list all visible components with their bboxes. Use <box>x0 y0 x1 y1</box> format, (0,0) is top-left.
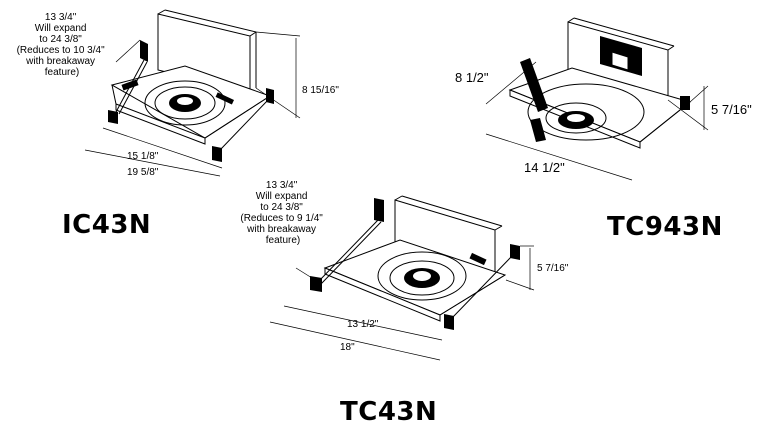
tc43n-inner-width-label: 13 1/2" <box>347 319 379 330</box>
tc43n-height-label: 5 7/16" <box>537 263 569 274</box>
tc43n-depth-note-line: to 24 3/8" <box>260 202 303 213</box>
tc43n-model-label: TC43N <box>340 397 437 427</box>
ic43n-outer-width-label: 19 5/8" <box>127 167 159 178</box>
tc43n-fixture-drawing <box>310 195 520 330</box>
ic43n-dimension-lines <box>84 31 301 177</box>
tc43n-depth-note: 13 3/4" Will expand to 24 3/8" (Reduces … <box>240 180 325 246</box>
ic43n-depth-note-line: Will expand <box>35 23 87 34</box>
tc43n-depth-note-line: feature) <box>266 235 300 246</box>
ic43n-inner-width-label: 15 1/8" <box>127 151 159 162</box>
tc43n-depth-note-line: with breakaway <box>246 224 316 235</box>
tc943n-width-label: 14 1/2" <box>524 160 565 175</box>
ic43n-height-label: 8 15/16" <box>302 85 339 96</box>
ic43n-depth-note-line: feature) <box>45 67 79 78</box>
tc943n-dimension-lines <box>485 61 709 181</box>
tc943n-model-label: TC943N <box>607 212 723 242</box>
ic43n-depth-note-line: 13 3/4" <box>45 12 77 23</box>
tc43n-depth-note-line: 13 3/4" <box>266 180 298 191</box>
ic43n-depth-note-line: (Reduces to 10 3/4" <box>17 45 105 56</box>
ic43n-depth-note-line: with breakaway <box>25 56 95 67</box>
tc43n-depth-note-line: (Reduces to 9 1/4" <box>240 213 323 224</box>
ic43n-depth-note-line: to 24 3/8" <box>39 34 82 45</box>
tc43n-dimension-lines <box>269 245 535 361</box>
tc943n-fixture-drawing <box>508 17 692 149</box>
tc943n-depth-label: 8 1/2" <box>455 70 489 85</box>
tc43n-outer-width-label: 18" <box>340 342 355 353</box>
ic43n-depth-note: 13 3/4" Will expand to 24 3/8" (Reduces … <box>17 12 108 78</box>
tc943n-height-label: 5 7/16" <box>711 102 752 117</box>
ic43n-fixture-drawing <box>108 9 274 162</box>
tc43n-depth-note-line: Will expand <box>256 191 308 202</box>
ic43n-model-label: IC43N <box>62 210 151 240</box>
